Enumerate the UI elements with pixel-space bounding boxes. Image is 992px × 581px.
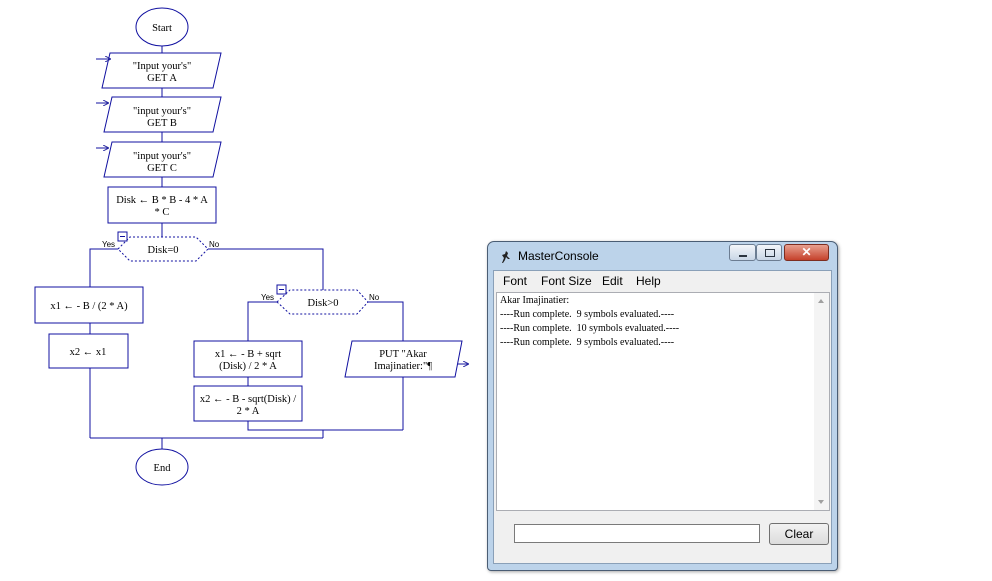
x1-pos-line2: (Disk) / 2 * A (219, 361, 277, 372)
raptor-app-icon (502, 251, 510, 263)
window-title: MasterConsole (518, 249, 599, 263)
disk-assign-box[interactable] (107, 186, 217, 224)
end-label: End (154, 463, 172, 474)
maximize-button[interactable] (756, 244, 782, 261)
input-a-cmd: GET A (147, 73, 177, 84)
put-output-line2: Imajinatier:"¶ (374, 361, 432, 372)
output-line: ----Run complete. 10 symbols evaluated.-… (500, 323, 680, 334)
x2-zero-label: x2 ← x1 (70, 347, 107, 358)
input-c-cmd: GET C (147, 163, 177, 174)
input-b-cmd: GET B (147, 118, 177, 129)
close-button[interactable]: ✕ (784, 244, 829, 261)
scroll-up-icon[interactable] (818, 299, 824, 303)
command-input[interactable] (514, 524, 760, 543)
close-icon: ✕ (801, 245, 812, 259)
decision2-yes: Yes (261, 293, 274, 302)
end-terminal[interactable] (135, 448, 189, 486)
menu-help[interactable]: Help (636, 274, 661, 288)
x1-pos-box[interactable] (193, 340, 303, 378)
put-output-shape[interactable] (344, 340, 463, 378)
minimize-button[interactable] (729, 244, 756, 261)
input-a-prompt: "Input your's" (133, 61, 192, 72)
console-client-area: Font Font Size Edit Help Akar Imajinatie… (493, 270, 832, 564)
minimize-icon (739, 255, 747, 257)
clear-button[interactable]: Clear (769, 523, 829, 545)
start-label: Start (152, 23, 172, 34)
output-line: ----Run complete. 9 symbols evaluated.--… (500, 337, 675, 348)
flowchart: Start "Input your's" GET A "input your's… (34, 7, 480, 486)
maximize-icon (765, 249, 775, 257)
title-bar[interactable]: MasterConsole ✕ (488, 242, 837, 270)
put-output-line1: PUT "Akar (379, 349, 427, 360)
menu-font-size[interactable]: Font Size (541, 274, 592, 288)
menu-font[interactable]: Font (503, 274, 528, 288)
decision1-label: Disk=0 (147, 245, 178, 256)
master-console-window: MasterConsole ✕ Font Font Size Edit Help… (487, 241, 838, 571)
decision1-yes: Yes (102, 240, 115, 249)
input-b-prompt: "input your's" (133, 106, 191, 117)
vertical-scrollbar[interactable] (814, 293, 829, 510)
input-a-shape[interactable] (101, 52, 222, 89)
output-line: Akar Imajinatier: (500, 295, 570, 306)
menu-edit[interactable]: Edit (602, 274, 623, 288)
x1-zero-label: x1 ← - B / (2 * A) (50, 301, 128, 312)
output-line: ----Run complete. 9 symbols evaluated.--… (500, 309, 675, 320)
console-output[interactable]: Akar Imajinatier: ----Run complete. 9 sy… (496, 292, 830, 511)
x2-zero-box[interactable] (48, 333, 129, 369)
x2-pos-line1: x2 ← - B - sqrt(Disk) / (200, 394, 296, 405)
decision2-no: No (369, 293, 380, 302)
input-c-shape[interactable] (103, 141, 222, 178)
decision1-no: No (209, 240, 220, 249)
x1-pos-line1: x1 ← - B + sqrt (215, 349, 281, 360)
x1-zero-box[interactable] (34, 286, 144, 324)
decision-disk-eq0[interactable] (117, 236, 209, 262)
decision2-label: Disk>0 (307, 298, 338, 309)
x2-pos-line2: 2 * A (237, 406, 260, 417)
disk-assign-line1: Disk ← B * B - 4 * A (116, 195, 208, 206)
input-b-shape[interactable] (103, 96, 222, 133)
menu-bar: Font Font Size Edit Help (494, 271, 831, 291)
input-c-prompt: "input your's" (133, 151, 191, 162)
disk-assign-line2: * C (155, 207, 170, 218)
scroll-down-icon[interactable] (818, 500, 824, 504)
